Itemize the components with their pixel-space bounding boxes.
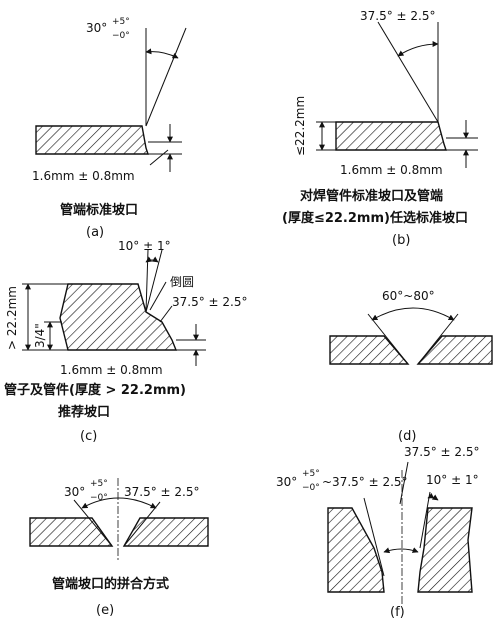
left-bevel-reference [363, 497, 385, 577]
top-angle-label: 37.5° ± 2.5° [404, 445, 480, 459]
label-d: (d) [398, 429, 416, 444]
right-pipe [122, 517, 209, 547]
bevel-reference-line [145, 27, 187, 127]
panel-b: 37.5° ± 2.5° ≤22.2mm 1.6mm ± 0.8mm 对焊管件标… [282, 9, 478, 248]
left-angle-tol-lower: −0° [302, 483, 320, 493]
left-pipe [29, 517, 114, 547]
groove-angle-label: 60°~80° [382, 289, 435, 303]
top-angle-reference [145, 249, 149, 313]
root-face-label: 1.6mm ± 0.8mm [340, 163, 443, 177]
left-angle-label: 30° [64, 485, 85, 499]
left-angle-label: 30° [276, 475, 297, 489]
label-f: (f) [390, 605, 405, 620]
left-angle-suffix: ~37.5° ± 2.5° [322, 475, 408, 489]
main-angle-label: 37.5° ± 2.5° [172, 295, 248, 309]
right-thick-pipe [417, 507, 473, 593]
caption-c-line2: 推荐坡口 [58, 404, 110, 420]
panel-e: 30° +5° −0° 37.5° ± 2.5° 管端坡口的拼合方式 (e) [29, 478, 209, 618]
bevel-angle-tol-upper: +5° [112, 17, 130, 27]
caption-b-line2: (厚度≤22.2mm)任选标准坡口 [282, 210, 468, 226]
groove-angle-arc [371, 307, 455, 321]
bevel-angle-tol-lower: −0° [112, 31, 130, 41]
pipe-wall [35, 125, 149, 155]
right-bevel-reference [419, 491, 431, 549]
caption-c-line1: 管子及管件(厚度 > 22.2mm) [4, 382, 186, 398]
left-angle-tol-lower: −0° [90, 493, 108, 503]
thickness-label: > 22.2mm [5, 286, 19, 350]
caption-e: 管端坡口的拼合方式 [52, 576, 169, 592]
angle-arc [397, 41, 439, 57]
label-e: (e) [96, 603, 114, 618]
root-face-label: 1.6mm ± 0.8mm [60, 363, 163, 377]
panel-c: 10° ± 1° 倒圆 37.5° ± 2.5° > 22.2mm 3/4" 1… [4, 239, 248, 444]
caption-a: 管端标准坡口 [60, 202, 138, 218]
panel-f: 37.5° ± 2.5° 30° +5° −0° ~37.5° ± 2.5° 1… [276, 445, 480, 620]
left-thick-pipe [327, 507, 385, 593]
thickness-label: ≤22.2mm [293, 96, 307, 156]
thick-pipe-wall [59, 283, 178, 351]
left-angle-reference [367, 313, 409, 365]
right-angle-label: 37.5° ± 2.5° [124, 485, 200, 499]
left-bevel-reference [73, 499, 113, 547]
angle-arc [145, 48, 179, 59]
left-angle-tol-upper: +5° [90, 479, 108, 489]
right-angle-arc [427, 492, 439, 501]
panel-d: 60°~80° (d) [329, 289, 493, 444]
fillet-leader [149, 281, 167, 311]
left-angle-tol-upper: +5° [302, 469, 320, 479]
bevel-angle-arc [81, 497, 157, 509]
right-angle-label: 10° ± 1° [426, 473, 479, 487]
bevel-angle-label: 30° [86, 21, 107, 35]
label-c: (c) [80, 429, 97, 444]
panel-a: 30° +5° −0° 1.6mm ± 0.8mm 管端标准坡口 (a) [32, 17, 187, 240]
depth-label: 3/4" [33, 323, 47, 348]
caption-b-line1: 对焊管件标准坡口及管端 [300, 188, 443, 204]
bevel-angle-arc [383, 547, 419, 554]
root-face-label: 1.6mm ± 0.8mm [32, 169, 135, 183]
right-angle-reference [417, 313, 459, 365]
bevel-reference-line [377, 21, 439, 123]
top-angle-label: 10° ± 1° [118, 239, 171, 253]
top-angle-arc [145, 256, 159, 263]
top-bevel-reference [399, 461, 409, 505]
label-b: (b) [392, 233, 410, 248]
right-bevel-reference [123, 501, 161, 547]
fitting-wall [335, 121, 447, 151]
label-a: (a) [86, 225, 104, 240]
main-angle-leader [159, 305, 173, 323]
bevel-angle-label: 37.5° ± 2.5° [360, 9, 436, 23]
fillet-label: 倒圆 [170, 275, 194, 289]
top-angle-reference-2 [145, 249, 163, 313]
root-dim-leader [149, 149, 169, 166]
